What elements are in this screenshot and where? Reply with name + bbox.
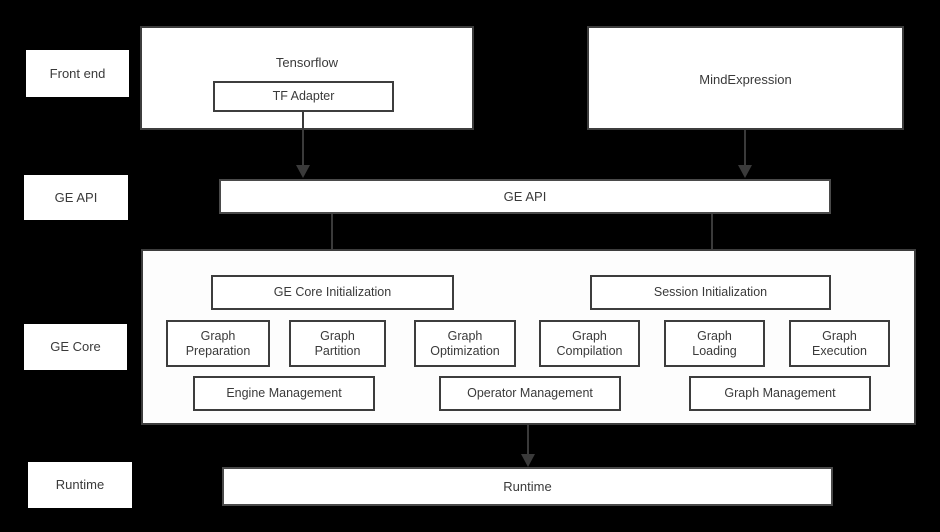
runtime-bar[interactable]: Runtime (222, 467, 833, 506)
manager-operator-management[interactable]: Operator Management (439, 376, 621, 411)
module-graph-optimization[interactable]: Graph Optimization (414, 320, 516, 367)
ge-api-bar[interactable]: GE API (219, 179, 831, 214)
mindexpression-container[interactable] (587, 26, 904, 130)
module-graph-preparation[interactable]: Graph Preparation (166, 320, 270, 367)
module-graph-compilation[interactable]: Graph Compilation (539, 320, 640, 367)
tf-adapter-stub-connector (302, 112, 304, 130)
arrow-tf-adapter-to-ge-api (296, 130, 310, 178)
tensorflow-container[interactable] (140, 26, 474, 130)
lane-label-ge-api: GE API (24, 175, 128, 220)
module-graph-partition[interactable]: Graph Partition (289, 320, 386, 367)
session-initialization-box[interactable]: Session Initialization (590, 275, 831, 310)
manager-graph-management[interactable]: Graph Management (689, 376, 871, 411)
lane-label-front-end: Front end (26, 50, 129, 97)
mindexpression-title: MindExpression (699, 72, 792, 87)
lane-label-runtime: Runtime (28, 462, 132, 508)
arrow-mindexpression-to-ge-api (738, 130, 752, 178)
tensorflow-title: Tensorflow (275, 55, 339, 70)
tf-adapter-box[interactable]: TF Adapter (213, 81, 394, 112)
module-graph-loading[interactable]: Graph Loading (664, 320, 765, 367)
manager-engine-management[interactable]: Engine Management (193, 376, 375, 411)
arrow-ge-core-to-runtime (521, 425, 535, 467)
module-graph-execution[interactable]: Graph Execution (789, 320, 890, 367)
lane-label-ge-core: GE Core (24, 324, 127, 370)
ge-core-initialization-box[interactable]: GE Core Initialization (211, 275, 454, 310)
